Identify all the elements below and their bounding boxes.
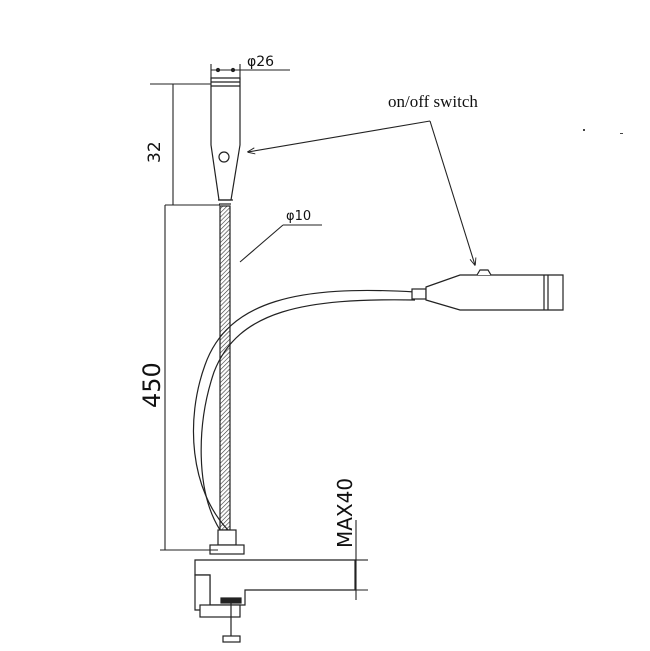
- switch-callout-label: on/off switch: [388, 92, 478, 111]
- scan-specks: [583, 129, 623, 134]
- clamp-max-label: MAX40: [333, 478, 357, 548]
- flex-tube-vertical: [219, 205, 231, 531]
- lamp-head-vertical: [210, 77, 241, 205]
- dimension-arm-length: [160, 205, 218, 551]
- tube-diameter-label: φ10: [286, 209, 311, 224]
- flex-tube-bent: [192, 289, 416, 531]
- switch-button-icon: [218, 151, 230, 163]
- dimension-head-diameter: [210, 64, 290, 80]
- dimension-head-length: [150, 83, 220, 206]
- clamp-base: [194, 529, 356, 643]
- switch-callout-leaders: [248, 120, 475, 265]
- dimension-tube-diameter: [239, 224, 322, 263]
- head-diameter-label: φ26: [247, 54, 274, 70]
- head-length-label: 32: [145, 141, 165, 163]
- lamp-head-horizontal: [411, 269, 564, 311]
- arm-length-label: 450: [138, 362, 166, 408]
- dimension-clamp-max: [245, 520, 368, 600]
